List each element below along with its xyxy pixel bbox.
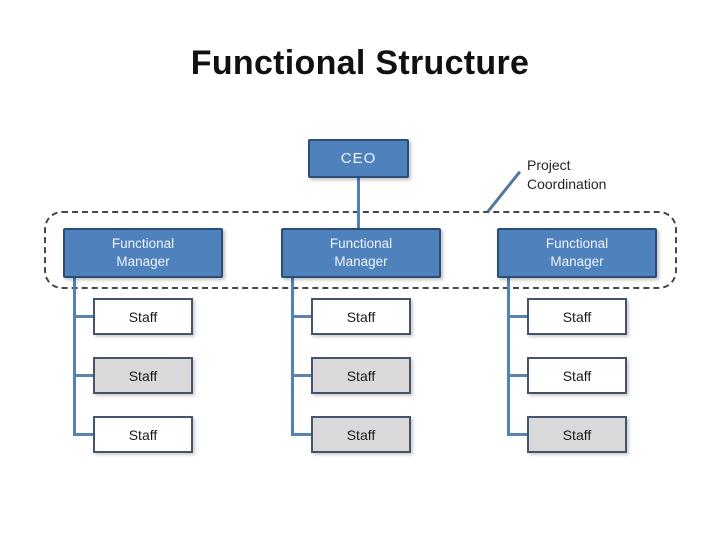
staff-node: Staff	[527, 416, 627, 453]
staff-connector-stub	[75, 315, 93, 318]
staff-connector-stub	[293, 433, 311, 436]
staff-label: Staff	[562, 426, 592, 443]
staff-label: Staff	[562, 367, 592, 384]
staff-node: Staff	[93, 298, 193, 335]
staff-node: Staff	[311, 298, 411, 335]
staff-connector-stub	[509, 433, 527, 436]
ceo-label: CEO	[340, 150, 377, 167]
staff-label: Staff	[346, 367, 376, 384]
staff-label: Staff	[128, 308, 158, 325]
manager-column: Functional Manager Staff Staff Staff	[497, 228, 657, 468]
staff-connector-stub	[509, 374, 527, 377]
slide-title: Functional Structure	[190, 44, 530, 82]
staff-node: Staff	[93, 416, 193, 453]
staff-node: Staff	[93, 357, 193, 394]
manager-label: Functional Manager	[545, 236, 609, 269]
manager-label: Functional Manager	[329, 236, 393, 269]
ceo-connector-line	[357, 177, 360, 229]
staff-node: Staff	[311, 416, 411, 453]
manager-node: Functional Manager	[497, 228, 657, 278]
coordination-boundary-dashed-rect	[44, 211, 677, 289]
staff-connector-stub	[75, 374, 93, 377]
staff-node: Staff	[311, 357, 411, 394]
staff-label: Staff	[346, 426, 376, 443]
column-connector-line	[73, 278, 76, 436]
project-coordination-label: Project Coordination	[527, 157, 607, 192]
coordination-pointer-line	[486, 170, 522, 213]
staff-label: Staff	[128, 367, 158, 384]
manager-node: Functional Manager	[63, 228, 223, 278]
staff-label: Staff	[562, 308, 592, 325]
staff-connector-stub	[509, 315, 527, 318]
column-connector-line	[291, 278, 294, 436]
staff-node: Staff	[527, 298, 627, 335]
ceo-node: CEO	[308, 139, 409, 178]
manager-column: Functional Manager Staff Staff Staff	[281, 228, 441, 468]
staff-connector-stub	[75, 433, 93, 436]
column-connector-line	[507, 278, 510, 436]
staff-node: Staff	[527, 357, 627, 394]
staff-label: Staff	[128, 426, 158, 443]
staff-label: Staff	[346, 308, 376, 325]
staff-connector-stub	[293, 374, 311, 377]
staff-connector-stub	[293, 315, 311, 318]
manager-label: Functional Manager	[111, 236, 175, 269]
manager-node: Functional Manager	[281, 228, 441, 278]
manager-column: Functional Manager Staff Staff Staff	[63, 228, 223, 468]
